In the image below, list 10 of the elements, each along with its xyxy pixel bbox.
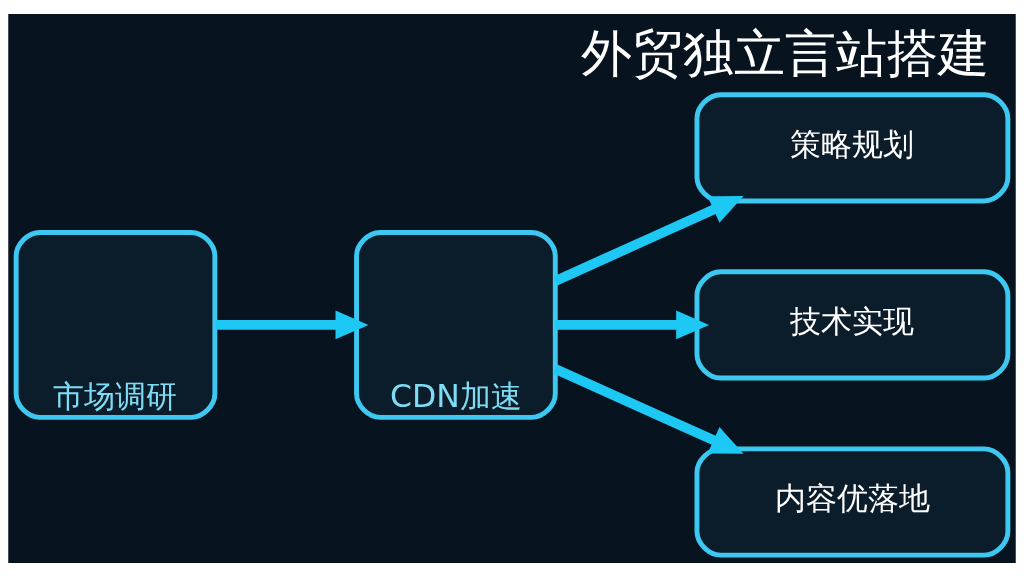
- node-box: 市场调研: [13, 229, 218, 420]
- arrow: [215, 310, 369, 339]
- arrow: [553, 195, 744, 285]
- diagram-title: 外贸独立言站搭建: [580, 23, 989, 83]
- arrow: [553, 363, 744, 454]
- node-box: 策略规划: [694, 91, 1011, 203]
- node-box: 内容优落地: [694, 445, 1011, 558]
- node-box: 技术实现: [694, 268, 1011, 380]
- node-box: CDN加速: [354, 229, 558, 420]
- arrow: [555, 310, 710, 339]
